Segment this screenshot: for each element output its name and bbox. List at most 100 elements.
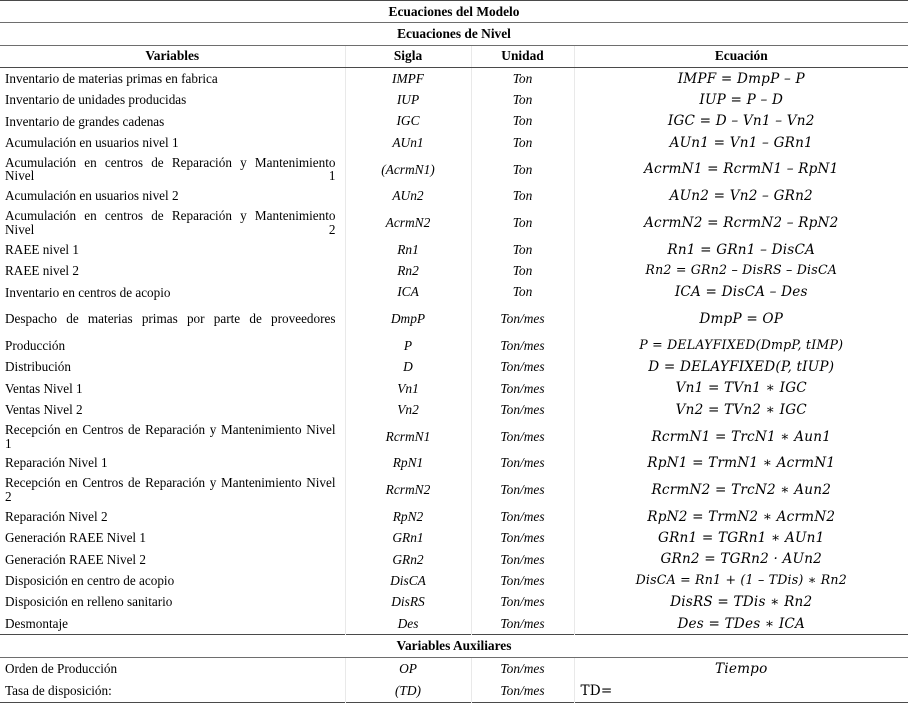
cell-variable: Orden de Producción: [0, 657, 346, 680]
section-header-level: Ecuaciones de Nivel: [0, 22, 908, 46]
cell-ecuacion: RcrmN1 = TrcN1 ∗ Aun1: [651, 428, 832, 445]
cell-ecuacion: ICA = DisCA – Des: [674, 284, 808, 301]
cell-unidad: Ton/mes: [471, 420, 575, 453]
cell-variable: Disposición en centro de acopio: [0, 570, 346, 592]
cell-sigla: AcrmN2: [345, 206, 472, 239]
cell-ecuacion: P = DELAYFIXED(DmpP, tIMP): [639, 337, 844, 353]
cell-sigla: DmpP: [345, 303, 472, 336]
table-row: Acumulación en centros de Reparación y M…: [0, 206, 908, 239]
cell-sigla: Rn2: [345, 260, 472, 282]
cell-ecuacion: Rn1 = GRn1 – DisCA: [667, 241, 816, 258]
cell-variable: Inventario de grandes cadenas: [0, 110, 346, 133]
cell-ecuacion: GRn1 = TGRn1 ∗ AUn1: [658, 530, 825, 547]
cell-unidad: Ton: [471, 153, 575, 186]
cell-sigla: IMPF: [345, 67, 472, 90]
cell-ecuacion: RcrmN2 = TrcN2 ∗ Aun2: [651, 481, 832, 498]
cell-unidad: Ton/mes: [471, 657, 575, 680]
cell-ecuacion: AcrmN1 = RcrmN1 – RpN1: [644, 161, 839, 178]
document-title: Ecuaciones del Modelo: [0, 0, 908, 24]
cell-unidad: Ton: [471, 67, 575, 90]
column-header-row: Variables Sigla Unidad Ecuación: [0, 45, 908, 68]
cell-variable: Distribución: [0, 356, 346, 378]
cell-variable: Acumulación en usuarios nivel 1: [0, 132, 346, 154]
cell-variable: Tasa de disposición:: [0, 679, 346, 703]
cell-variable: Disposición en relleno sanitario: [0, 591, 346, 613]
cell-sigla: GRn1: [345, 527, 472, 549]
cell-variable: Generación RAEE Nivel 1: [0, 527, 346, 549]
cell-variable: Ventas Nivel 2: [0, 399, 346, 421]
cell-sigla: AUn1: [345, 132, 472, 154]
cell-variable: Ventas Nivel 1: [0, 377, 346, 400]
cell-unidad: Ton/mes: [471, 452, 575, 474]
cell-sigla: GRn2: [345, 548, 472, 571]
cell-ecuacion: DisCA = Rn1 + (1 – TDis) ∗ Rn2: [635, 572, 847, 588]
cell-variable: RAEE nivel 1: [0, 238, 346, 261]
cell-sigla: AUn2: [345, 185, 472, 207]
cell-sigla: (TD): [345, 679, 472, 703]
table-row: Despacho de materias primas por parte de…: [0, 303, 908, 336]
cell-variable: Acumulación en centros de Reparación y M…: [0, 206, 346, 239]
cell-sigla: Vn2: [345, 399, 472, 421]
cell-unidad: Ton/mes: [471, 473, 575, 506]
column-header-unidad: Unidad: [471, 45, 575, 68]
cell-ecuacion: Rn2 = GRn2 – DisRS – DisCA: [645, 262, 838, 278]
section-level-row: Ecuaciones de Nivel: [0, 22, 908, 46]
table-row: Recepción en Centros de Reparación y Man…: [0, 420, 908, 453]
cell-ecuacion: D = DELAYFIXED(P, tIUP): [648, 359, 835, 376]
cell-ecuacion: IUP = P – D: [699, 91, 784, 108]
cell-sigla: P: [345, 335, 472, 357]
cell-sigla: ICA: [345, 281, 472, 304]
cell-sigla: Rn1: [345, 238, 472, 261]
cell-ecuacion: TD=: [580, 682, 613, 699]
cell-unidad: Ton: [471, 89, 575, 111]
level-equations-body: Inventario de materias primas en fabrica…: [0, 67, 908, 635]
cell-ecuacion: Vn1 = TVn1 ∗ IGC: [675, 380, 807, 397]
cell-unidad: Ton/mes: [471, 612, 575, 635]
cell-unidad: Ton: [471, 185, 575, 207]
cell-variable: Recepción en Centros de Reparación y Man…: [0, 473, 346, 506]
cell-ecuacion: IMPF = DmpP – P: [677, 70, 805, 87]
cell-sigla: IUP: [345, 89, 472, 111]
cell-unidad: Ton/mes: [471, 548, 575, 571]
cell-variable: Acumulación en usuarios nivel 2: [0, 185, 346, 207]
cell-unidad: Ton: [471, 110, 575, 133]
cell-ecuacion: RpN1 = TrmN1 ∗ AcrmN1: [647, 455, 836, 472]
cell-ecuacion: RpN2 = TrmN2 ∗ AcrmN2: [647, 508, 836, 525]
cell-unidad: Ton: [471, 260, 575, 282]
cell-unidad: Ton: [471, 281, 575, 304]
cell-ecuacion: Vn2 = TVn2 ∗ IGC: [675, 401, 807, 418]
cell-unidad: Ton/mes: [471, 679, 575, 703]
cell-variable: RAEE nivel 2: [0, 260, 346, 282]
cell-sigla: IGC: [345, 110, 472, 133]
cell-unidad: Ton: [471, 206, 575, 239]
cell-variable: Inventario de materias primas en fabrica: [0, 67, 346, 90]
cell-unidad: Ton/mes: [471, 303, 575, 336]
cell-variable: Inventario de unidades producidas: [0, 89, 346, 111]
cell-variable: Generación RAEE Nivel 2: [0, 548, 346, 571]
title-row: Ecuaciones del Modelo: [0, 0, 908, 24]
column-header-variables: Variables: [0, 45, 346, 68]
cell-sigla: DisRS: [345, 591, 472, 613]
cell-ecuacion: AcrmN2 = RcrmN2 – RpN2: [644, 214, 839, 231]
cell-ecuacion: Tiempo: [715, 660, 768, 677]
cell-unidad: Ton/mes: [471, 399, 575, 421]
cell-ecuacion: AUn1 = Vn1 – GRn1: [669, 134, 813, 151]
cell-sigla: RcrmN2: [345, 473, 472, 506]
cell-sigla: D: [345, 356, 472, 378]
cell-sigla: DisCA: [345, 570, 472, 592]
cell-variable: Desmontaje: [0, 612, 346, 635]
